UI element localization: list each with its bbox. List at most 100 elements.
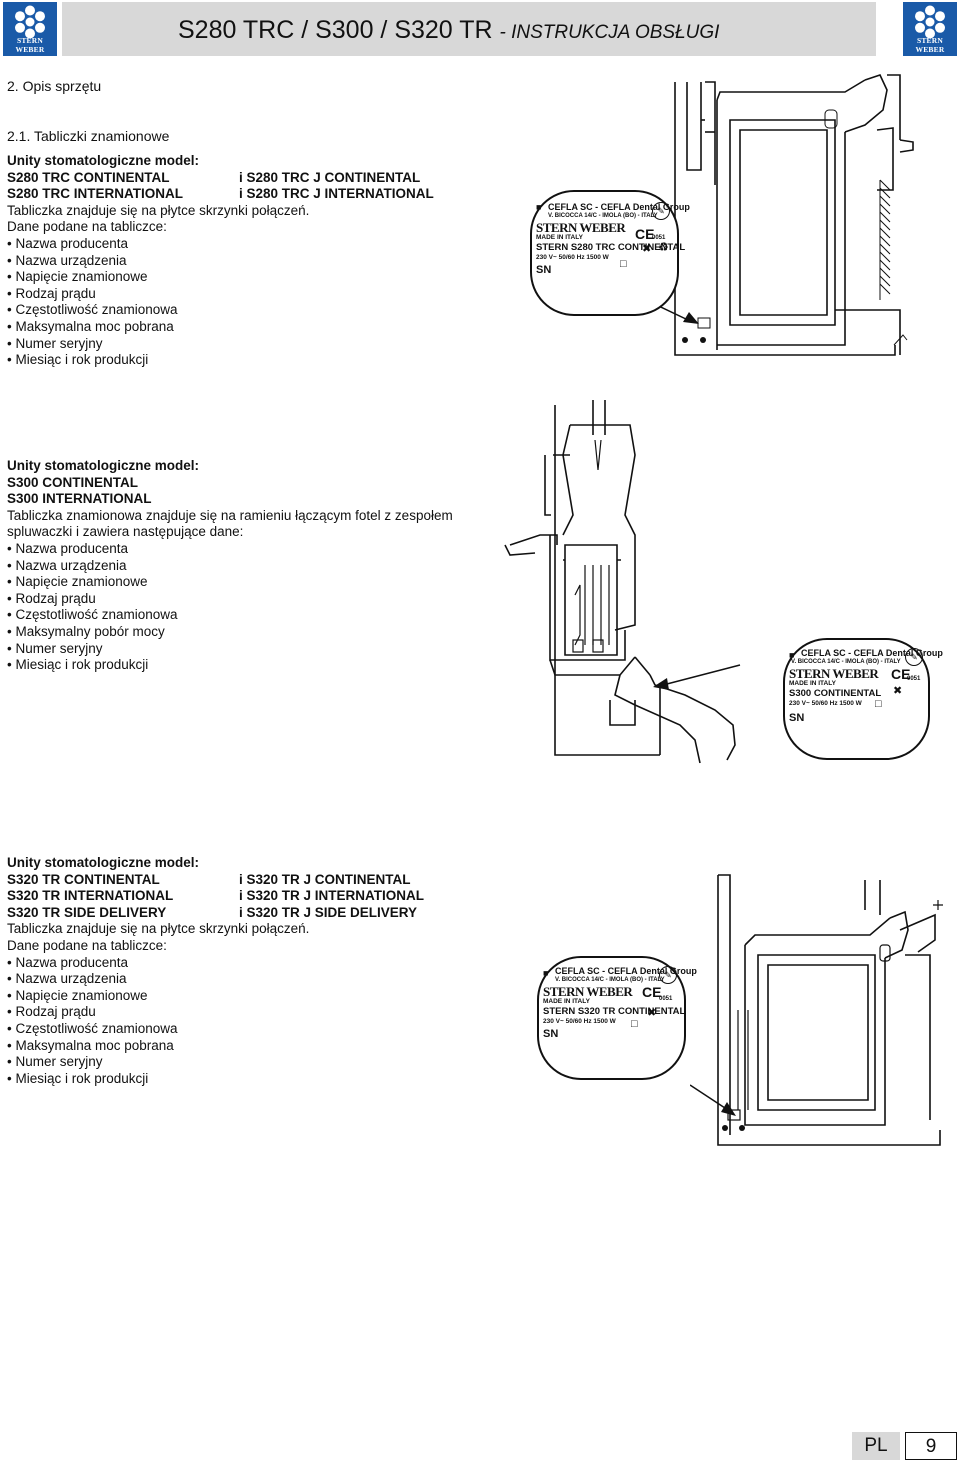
plate-data-intro: Dane podane na tabliczce: — [7, 219, 167, 235]
list-item: Nazwa producenta — [7, 955, 424, 972]
list-item: Maksymalna moc pobrana — [7, 319, 434, 336]
subsection-heading: 2.1. Tabliczki znamionowe — [7, 128, 170, 144]
flower-icon — [915, 5, 945, 39]
list-item: Nazwa urządzenia — [7, 253, 434, 270]
list-item: Częstotliwość znamionowa — [7, 302, 434, 319]
list-item: Rodzaj prądu — [7, 286, 434, 303]
type-b-icon: ✖ — [647, 1007, 657, 1019]
model-row: S320 TR CONTINENTAL i S320 TR J CONTINEN… — [7, 872, 424, 889]
ce-mark: CE — [635, 226, 655, 242]
models-heading: Unity stomatologiczne model: — [7, 458, 200, 473]
list-item: Częstotliwość znamionowa — [7, 1021, 424, 1038]
plate-model: S300 CONTINENTAL — [789, 688, 882, 699]
model-block-s280: Unity stomatologiczne model: S280 TRC CO… — [7, 153, 434, 369]
rating-plate-s280: ■ CEFLA SC - CEFLA Dental Group V. BICOC… — [530, 190, 690, 316]
model-block-s300: Unity stomatologiczne model: S300 CONTIN… — [7, 458, 453, 674]
plate-brand: STERN WEBER — [536, 220, 626, 235]
plate-made-in: MADE IN ITALY — [543, 998, 590, 1005]
plate-manufacturer: CEFLA SC - CEFLA Dental Group — [555, 966, 697, 976]
list-item: Napięcie znamionowe — [7, 988, 424, 1005]
notified-body-number: 0051 — [659, 996, 673, 1002]
plate-location-text: Tabliczka znajduje się na płytce skrzynk… — [7, 202, 310, 218]
list-item: Napięcie znamionowe — [7, 574, 453, 591]
document-subtitle: - INSTRUKCJA OBSŁUGI — [499, 22, 720, 43]
model-name: i S320 TR J INTERNATIONAL — [239, 888, 425, 904]
type-b-icon: ✖ — [893, 685, 903, 697]
ce-mark: CE — [642, 984, 662, 1000]
model-name: S320 TR INTERNATIONAL — [7, 888, 174, 904]
page-number: 9 — [905, 1432, 957, 1460]
header-title-bar: S280 TRC / S300 / S320 TR - INSTRUKCJA O… — [62, 2, 876, 56]
list-item: Miesiąc i rok produkcji — [7, 1071, 424, 1088]
plate-power-rating: 230 V~ 50/60 Hz 1500 W — [536, 254, 609, 261]
notified-body-number: 0051 — [907, 676, 921, 682]
document-title: S280 TRC / S300 / S320 TR — [178, 16, 493, 44]
s320-unit-illustration — [690, 874, 943, 1146]
list-item: Rodzaj prądu — [7, 591, 453, 608]
plate-model: STERN S320 TR CONTINENTAL — [543, 1006, 686, 1017]
list-item: Numer seryjny — [7, 336, 434, 353]
model-name: i S320 TR J CONTINENTAL — [239, 871, 411, 887]
model-name: S300 CONTINENTAL — [7, 474, 139, 490]
list-item: Nazwa urządzenia — [7, 971, 424, 988]
stern-weber-logo-right: STERN WEBER — [903, 2, 957, 56]
plate-address: V. BICOCCA 14/C - IMOLA (BO) - ITALY — [555, 977, 665, 983]
model-row: S280 TRC INTERNATIONAL i S280 TRC J INTE… — [7, 186, 434, 203]
plate-brand: STERN WEBER — [543, 984, 633, 999]
list-item: Miesiąc i rok produkcji — [7, 657, 453, 674]
models-heading: Unity stomatologiczne model: — [7, 855, 200, 870]
plate-manufacturer: CEFLA SC - CEFLA Dental Group — [801, 648, 943, 658]
read-manual-icon: ✎ — [652, 202, 670, 220]
production-date-icon: □ — [875, 698, 882, 710]
model-row: S280 TRC CONTINENTAL i S280 TRC J CONTIN… — [7, 170, 434, 187]
manufacturer-icon: ■ — [789, 650, 795, 660]
plate-address: V. BICOCCA 14/C - IMOLA (BO) - ITALY — [791, 659, 901, 665]
model-row: S320 TR SIDE DELIVERY i S320 TR J SIDE D… — [7, 905, 424, 922]
stern-weber-logo-left: STERN WEBER — [3, 2, 57, 56]
plate-power-rating: 230 V~ 50/60 Hz 1500 W — [543, 1018, 616, 1025]
list-item: Nazwa producenta — [7, 236, 434, 253]
logo-brand-text: STERN WEBER — [15, 36, 45, 54]
plate-power-rating: 230 V~ 50/60 Hz 1500 W — [789, 700, 862, 707]
flower-icon — [15, 5, 45, 39]
list-item: Numer seryjny — [7, 1054, 424, 1071]
language-code: PL — [852, 1432, 900, 1460]
model-row: S320 TR INTERNATIONAL i S320 TR J INTERN… — [7, 888, 424, 905]
s280-unit-illustration — [624, 74, 914, 356]
list-item: Rodzaj prądu — [7, 1004, 424, 1021]
list-item: Miesiąc i rok produkcji — [7, 352, 434, 369]
model-name: S320 TR SIDE DELIVERY — [7, 904, 167, 920]
list-item: Nazwa urządzenia — [7, 558, 453, 575]
plate-model: STERN S280 TRC CONTINENTAL — [536, 242, 686, 253]
rating-plate-s320: ■ CEFLA SC - CEFLA Dental Group V. BICOC… — [537, 956, 697, 1080]
model-name: i S320 TR J SIDE DELIVERY — [239, 904, 418, 920]
plate-made-in: MADE IN ITALY — [536, 234, 583, 241]
list-item: Numer seryjny — [7, 641, 453, 658]
plate-made-in: MADE IN ITALY — [789, 680, 836, 687]
list-item: Maksymalna moc pobrana — [7, 1038, 424, 1055]
plate-serial-number: SN — [543, 1028, 559, 1040]
manufacturer-icon: ■ — [536, 202, 542, 212]
list-item: Częstotliwość znamionowa — [7, 607, 453, 624]
model-name: i S280 TRC J INTERNATIONAL — [239, 186, 434, 202]
plate-brand: STERN WEBER — [789, 666, 879, 681]
plate-location-text: Tabliczka znajduje się na płytce skrzynk… — [7, 921, 310, 937]
weee-bin-icon: ♻ — [658, 240, 669, 254]
list-item: Maksymalny pobór mocy — [7, 624, 453, 641]
type-b-icon: ✖ — [642, 243, 652, 255]
read-manual-icon: ✎ — [905, 648, 923, 666]
models-heading: Unity stomatologiczne model: — [7, 153, 200, 168]
logo-brand-text: STERN WEBER — [915, 36, 945, 54]
production-date-icon: □ — [620, 258, 627, 270]
plate-manufacturer: CEFLA SC - CEFLA Dental Group — [548, 202, 690, 212]
model-block-s320: Unity stomatologiczne model: S320 TR CON… — [7, 855, 424, 1087]
model-name: i S280 TRC J CONTINENTAL — [239, 169, 421, 185]
model-name: S280 TRC CONTINENTAL — [7, 169, 170, 185]
list-item: Napięcie znamionowe — [7, 269, 434, 286]
plate-serial-number: SN — [536, 264, 552, 276]
model-name: S280 TRC INTERNATIONAL — [7, 186, 184, 202]
model-name: S320 TR CONTINENTAL — [7, 871, 160, 887]
plate-location-text: Tabliczka znamionowa znajduje się na ram… — [7, 507, 453, 523]
plate-location-text: spluwaczki i zawiera następujące dane: — [7, 524, 244, 540]
read-manual-icon: ✎ — [659, 966, 677, 984]
